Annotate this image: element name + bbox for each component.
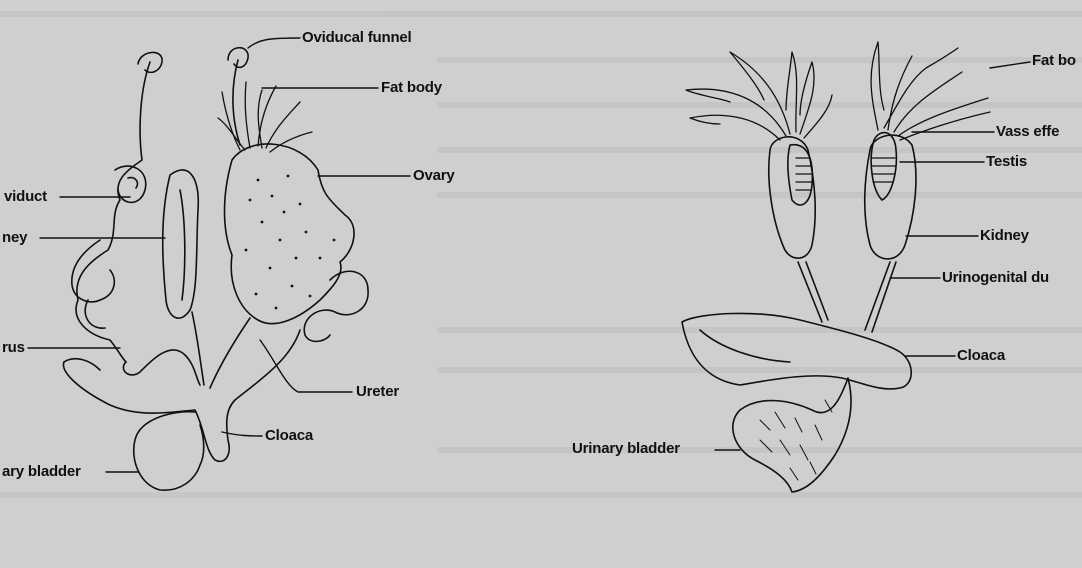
- male-leader-lines: [714, 61, 1031, 451]
- left-kidney: [161, 169, 200, 319]
- label-vasa-efferentia: Vass effe: [996, 123, 1060, 140]
- male-right-vasa-lines: [871, 157, 896, 183]
- male-right-kidney: [863, 134, 917, 260]
- left-kidney-inner: [179, 189, 186, 301]
- right-oviducal-funnel: [227, 46, 249, 69]
- female-bladder-lobe: [63, 358, 101, 371]
- male-cloaca: [681, 312, 913, 390]
- uterus: [122, 349, 201, 386]
- ovary: [223, 143, 355, 325]
- label-oviduct: viduct: [4, 188, 47, 205]
- female-leader-lines: [27, 37, 411, 473]
- left-oviducal-funnel: [137, 51, 163, 74]
- male-left-testis: [787, 144, 814, 206]
- label-ovary: Ovary: [413, 167, 455, 184]
- right-oviduct-coils: [303, 270, 369, 343]
- ovary-dots: [244, 174, 336, 310]
- male-system: [681, 41, 1031, 493]
- background-texture: [0, 11, 1082, 498]
- label-ureter: Ureter: [356, 383, 399, 400]
- male-left-vasa-lines: [795, 157, 813, 191]
- female-cloaca: [62, 329, 301, 462]
- label-urinary-bladder-female: ary bladder: [2, 463, 81, 480]
- male-right-fat-body: [870, 41, 991, 141]
- label-fat-body-male: Fat bo: [1032, 52, 1076, 69]
- label-kidney-male: Kidney: [980, 227, 1029, 244]
- label-testis: Testis: [986, 153, 1028, 170]
- male-cloaca-inner: [699, 329, 791, 363]
- label-urinogenital-duct: Urinogenital du: [942, 269, 1049, 286]
- label-urinary-bladder-male: Urinary bladder: [572, 440, 680, 457]
- label-uterus: rus: [2, 339, 25, 356]
- male-left-kidney: [767, 136, 816, 259]
- male-right-testis: [870, 131, 898, 201]
- ureters: [191, 311, 251, 389]
- label-kidney-female: ney: [2, 229, 28, 246]
- left-oviduct: [75, 61, 151, 363]
- right-oviduct: [232, 59, 241, 146]
- label-cloaca-female: Cloaca: [265, 427, 313, 444]
- male-urinogenital-ducts: [797, 261, 897, 333]
- female-urinary-bladder: [133, 410, 205, 491]
- label-fat-body-female: Fat body: [381, 79, 442, 96]
- male-left-fat-body: [685, 51, 833, 141]
- male-urinary-bladder: [731, 377, 852, 493]
- female-fat-body: [217, 81, 313, 153]
- female-system: [27, 37, 411, 491]
- label-cloaca-male: Cloaca: [957, 347, 1005, 364]
- label-oviducal-funnel: Oviducal funnel: [302, 29, 412, 46]
- left-oviduct-coils: [71, 165, 147, 329]
- male-bladder-hatching: [759, 399, 833, 481]
